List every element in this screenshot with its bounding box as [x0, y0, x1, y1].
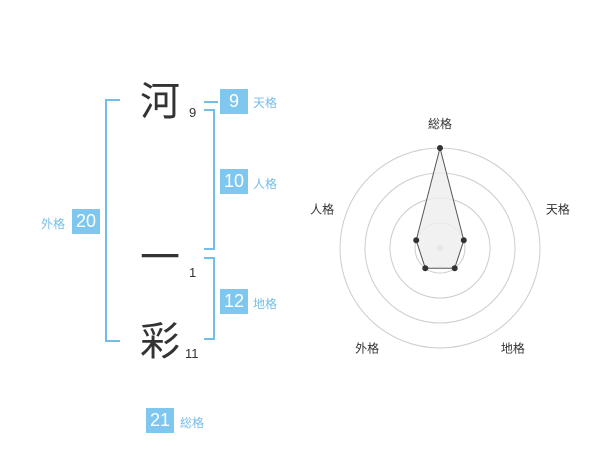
tenkaku-label: 天格 — [253, 96, 278, 110]
radar-shape — [413, 145, 467, 272]
radar-point-3 — [422, 265, 429, 272]
stroke-count-3: 11 — [185, 346, 199, 361]
chikaku-value: 12 — [220, 289, 248, 314]
radar-point-2 — [451, 265, 458, 272]
soukaku-label: 総格 — [180, 416, 205, 430]
tenkaku-value: 9 — [220, 89, 248, 114]
radar-axis-label-0: 総格 — [428, 116, 452, 131]
radar-point-4 — [413, 237, 420, 244]
radar-point-0 — [437, 145, 443, 151]
gaikaku-value: 20 — [72, 209, 100, 234]
jinkaku-bracket — [204, 109, 215, 250]
radar-point-1 — [460, 237, 467, 244]
name-char-2: 一 — [140, 235, 180, 281]
jinkaku-label: 人格 — [253, 177, 278, 191]
chikaku-bracket — [204, 257, 215, 340]
radar-axis-label-3: 外格 — [355, 340, 379, 355]
chikaku-label: 地格 — [253, 297, 278, 311]
jinkaku-value: 10 — [220, 169, 248, 194]
gaikaku-label: 外格 — [41, 217, 66, 231]
name-char-1: 河 — [140, 79, 180, 125]
radar-axis-label-4: 人格 — [310, 202, 334, 217]
radar-axis-label-1: 天格 — [546, 202, 570, 217]
radar-axis-label-2: 地格 — [501, 340, 525, 355]
radar-polygon — [415, 147, 465, 269]
name-char-3: 彩 — [140, 319, 180, 365]
stroke-count-2: 1 — [189, 265, 197, 280]
gaikaku-bracket — [105, 99, 120, 342]
stroke-count-1: 9 — [189, 105, 197, 120]
soukaku-value: 21 — [146, 408, 174, 433]
